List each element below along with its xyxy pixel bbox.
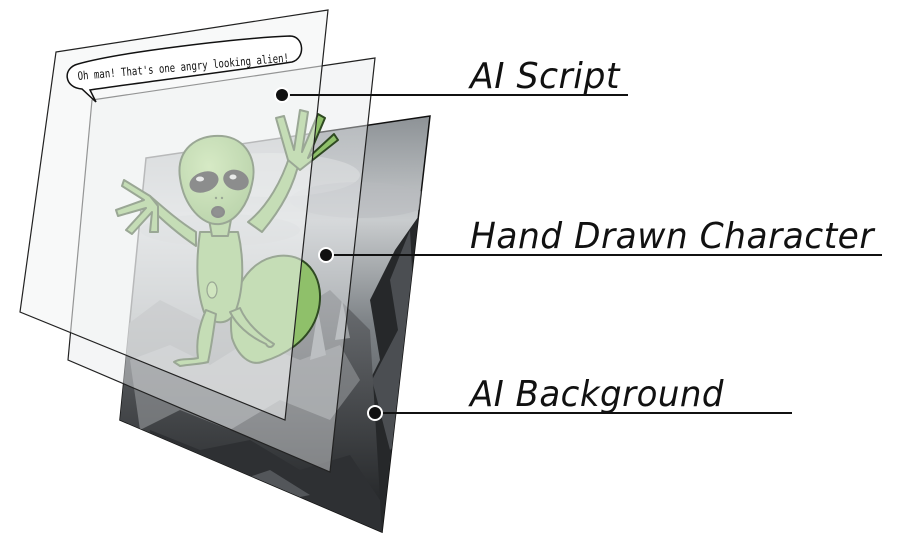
callout-ai-script: AI Script xyxy=(274,56,628,103)
label-ai-script: AI Script xyxy=(468,56,621,97)
ai-script-layer: Oh man! That's one angry looking alien! xyxy=(19,9,329,421)
label-ai-background: AI Background xyxy=(468,374,725,415)
leader-dot-icon xyxy=(367,405,383,421)
label-hand-drawn-character: Hand Drawn Character xyxy=(470,216,876,257)
leader-dot-icon xyxy=(274,87,290,103)
callout-ai-background: AI Background xyxy=(367,374,792,421)
speech-bubble-icon: Oh man! That's one angry looking alien! xyxy=(66,35,303,103)
leader-dot-icon xyxy=(318,247,334,263)
callout-hand-drawn-character: Hand Drawn Character xyxy=(318,216,882,263)
